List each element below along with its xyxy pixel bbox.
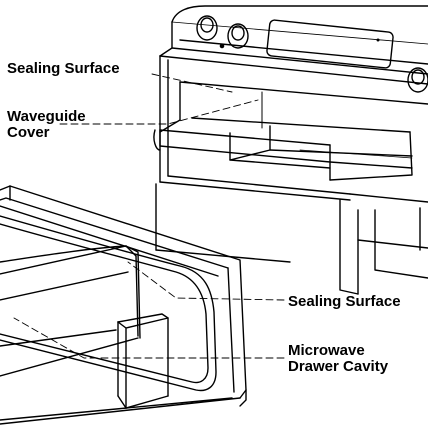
leader-line-waveguide-cover xyxy=(59,99,259,125)
label-waveguide-cover: Waveguide Cover xyxy=(7,109,86,141)
label-line: Waveguide xyxy=(7,108,86,125)
label-line: Sealing Surface xyxy=(7,60,120,77)
label-sealing-surface-top: Sealing Surface xyxy=(7,61,120,77)
label-microwave-drawer-cavity: Microwave Drawer Cavity xyxy=(288,343,388,375)
label-sealing-surface-right: Sealing Surface xyxy=(288,294,401,310)
label-line: Cover xyxy=(7,124,50,141)
drawer-cavity-box xyxy=(0,245,169,409)
drawer-front xyxy=(0,185,247,425)
leader-line-sealing-surface-top xyxy=(151,73,233,93)
label-line: Microwave xyxy=(288,342,365,359)
leader-line-sealing-surface-right xyxy=(127,261,285,301)
leader-line-drawer-cavity xyxy=(13,317,285,359)
label-line: Drawer Cavity xyxy=(288,358,389,375)
range-body xyxy=(155,55,428,295)
control-knob-icon xyxy=(196,15,428,93)
leader-lines xyxy=(13,73,285,359)
open-drawer-tray xyxy=(153,117,413,181)
label-line: Sealing Surface xyxy=(288,293,401,310)
control-panel xyxy=(159,5,428,75)
